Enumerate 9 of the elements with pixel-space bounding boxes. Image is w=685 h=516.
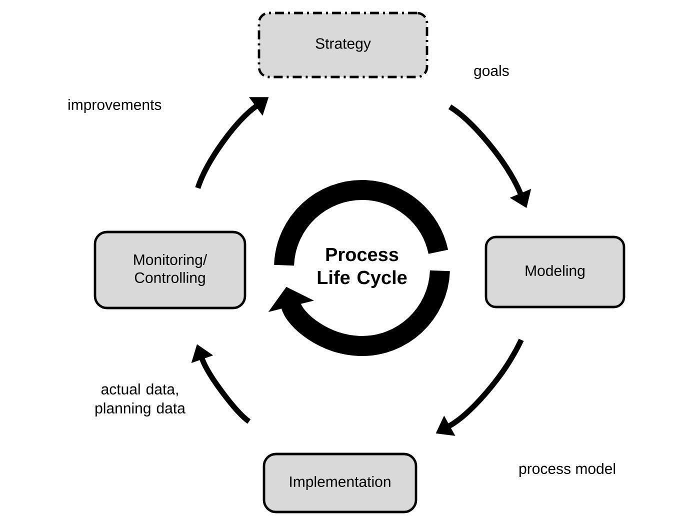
- edge-label: improvements: [68, 99, 162, 113]
- edge-label: process model: [520, 463, 616, 477]
- process-box: Modeling: [484, 236, 626, 308]
- edge-label: actual data, planning data: [96, 384, 186, 416]
- process-box: Monitoring/ Controlling: [94, 230, 246, 310]
- cycle-title: Process Life Cycle: [318, 248, 407, 288]
- edge-label: goals: [474, 65, 509, 79]
- process-box: Strategy: [258, 12, 428, 78]
- process-box: Implementation: [262, 452, 418, 514]
